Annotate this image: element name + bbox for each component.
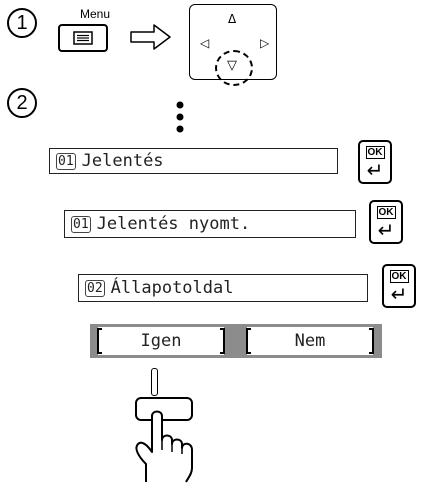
menu-item-number: 01 — [56, 152, 76, 170]
enter-icon: ↵ — [390, 282, 408, 306]
menu-item-number: 02 — [85, 279, 105, 297]
lcd-screen-print-report: 01 Jelentés nyomt. — [64, 210, 356, 238]
step-1-number: 1 — [16, 12, 28, 34]
press-indicator — [151, 368, 158, 396]
menu-icon — [73, 31, 93, 45]
ok-label: OK — [389, 270, 409, 283]
menu-key-label: Menu — [80, 7, 111, 21]
ok-button[interactable]: OK ↵ — [369, 200, 403, 244]
step-2-number: 2 — [16, 92, 28, 114]
lcd-screen-status-page: 02 Állapotoldal — [78, 274, 368, 302]
ok-button[interactable]: OK ↵ — [358, 140, 392, 184]
menu-item-text: Jelentés nyomt. — [96, 214, 251, 234]
down-key-highlight — [215, 50, 253, 86]
left-key-icon[interactable]: ◁ — [200, 36, 210, 50]
ok-button[interactable]: OK ↵ — [382, 264, 416, 308]
enter-icon: ↵ — [377, 218, 395, 242]
step-2-badge: 2 — [7, 88, 37, 118]
no-option[interactable]: Nem — [247, 327, 373, 355]
no-option-label: Nem — [294, 331, 326, 351]
menu-item-text: Jelentés — [81, 151, 164, 171]
right-key-icon[interactable]: ▷ — [260, 36, 270, 50]
ok-label: OK — [365, 146, 385, 159]
ellipsis-vertical-icon — [176, 101, 184, 133]
next-step-arrow-icon — [130, 24, 171, 50]
lcd-screen-report: 01 Jelentés — [49, 148, 338, 174]
up-key-icon[interactable]: Δ — [228, 12, 237, 26]
selection-brackets — [97, 328, 374, 354]
ok-label: OK — [376, 206, 396, 219]
enter-icon: ↵ — [366, 158, 384, 182]
step-1-badge: 1 — [7, 8, 37, 38]
menu-item-text: Állapotoldal — [110, 278, 234, 298]
menu-item-number: 01 — [71, 215, 91, 233]
hand-pressing-icon — [135, 397, 193, 483]
menu-key[interactable] — [58, 24, 108, 52]
yes-option[interactable]: Igen — [98, 327, 224, 355]
yes-option-label: Igen — [140, 331, 182, 351]
